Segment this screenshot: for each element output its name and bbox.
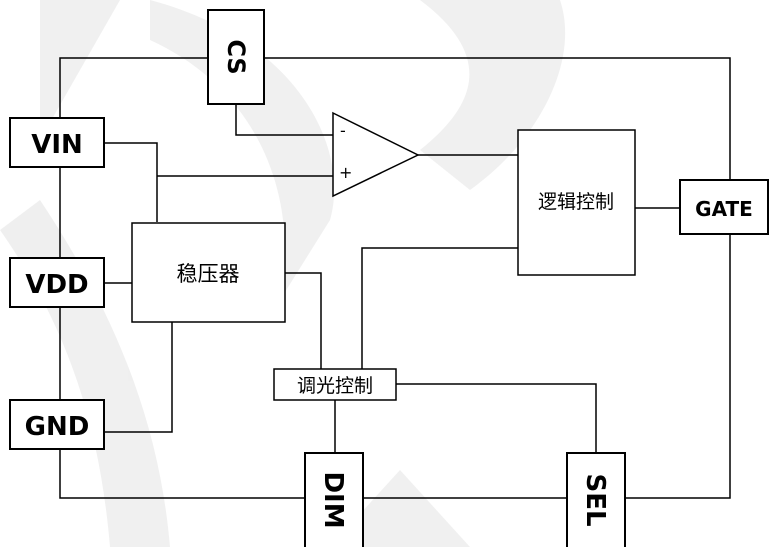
regulator-block: 稳压器 (131, 222, 286, 323)
wires (59, 57, 731, 499)
dimming-control-label: 调光控制 (297, 375, 373, 397)
pin-sel-label: SEL (580, 473, 610, 526)
pin-sel: SEL (566, 452, 626, 547)
pin-gnd-label: GND (25, 412, 90, 442)
regulator-label: 稳压器 (177, 262, 240, 286)
pin-cs: CS (207, 9, 265, 105)
pin-dim: DIM (304, 452, 364, 547)
pin-vin: VIN (9, 117, 105, 168)
comparator: - + (332, 111, 420, 198)
pin-gate-label: GATE (695, 197, 753, 221)
logic-control-block: 逻辑控制 (517, 129, 636, 276)
pin-dim-label: DIM (318, 471, 348, 528)
pin-vdd-label: VDD (25, 270, 88, 300)
logic-control-label: 逻辑控制 (538, 191, 614, 213)
pin-vdd: VDD (9, 257, 105, 308)
pin-vin-label: VIN (31, 130, 83, 160)
comparator-minus-sign: - (340, 121, 346, 140)
comparator-plus-sign: + (339, 163, 352, 182)
comparator-triangle (332, 111, 420, 198)
pin-cs-label: CS (222, 39, 250, 74)
pin-gate: GATE (679, 179, 769, 235)
pin-gnd: GND (9, 399, 105, 450)
dimming-control-block: 调光控制 (273, 368, 397, 401)
